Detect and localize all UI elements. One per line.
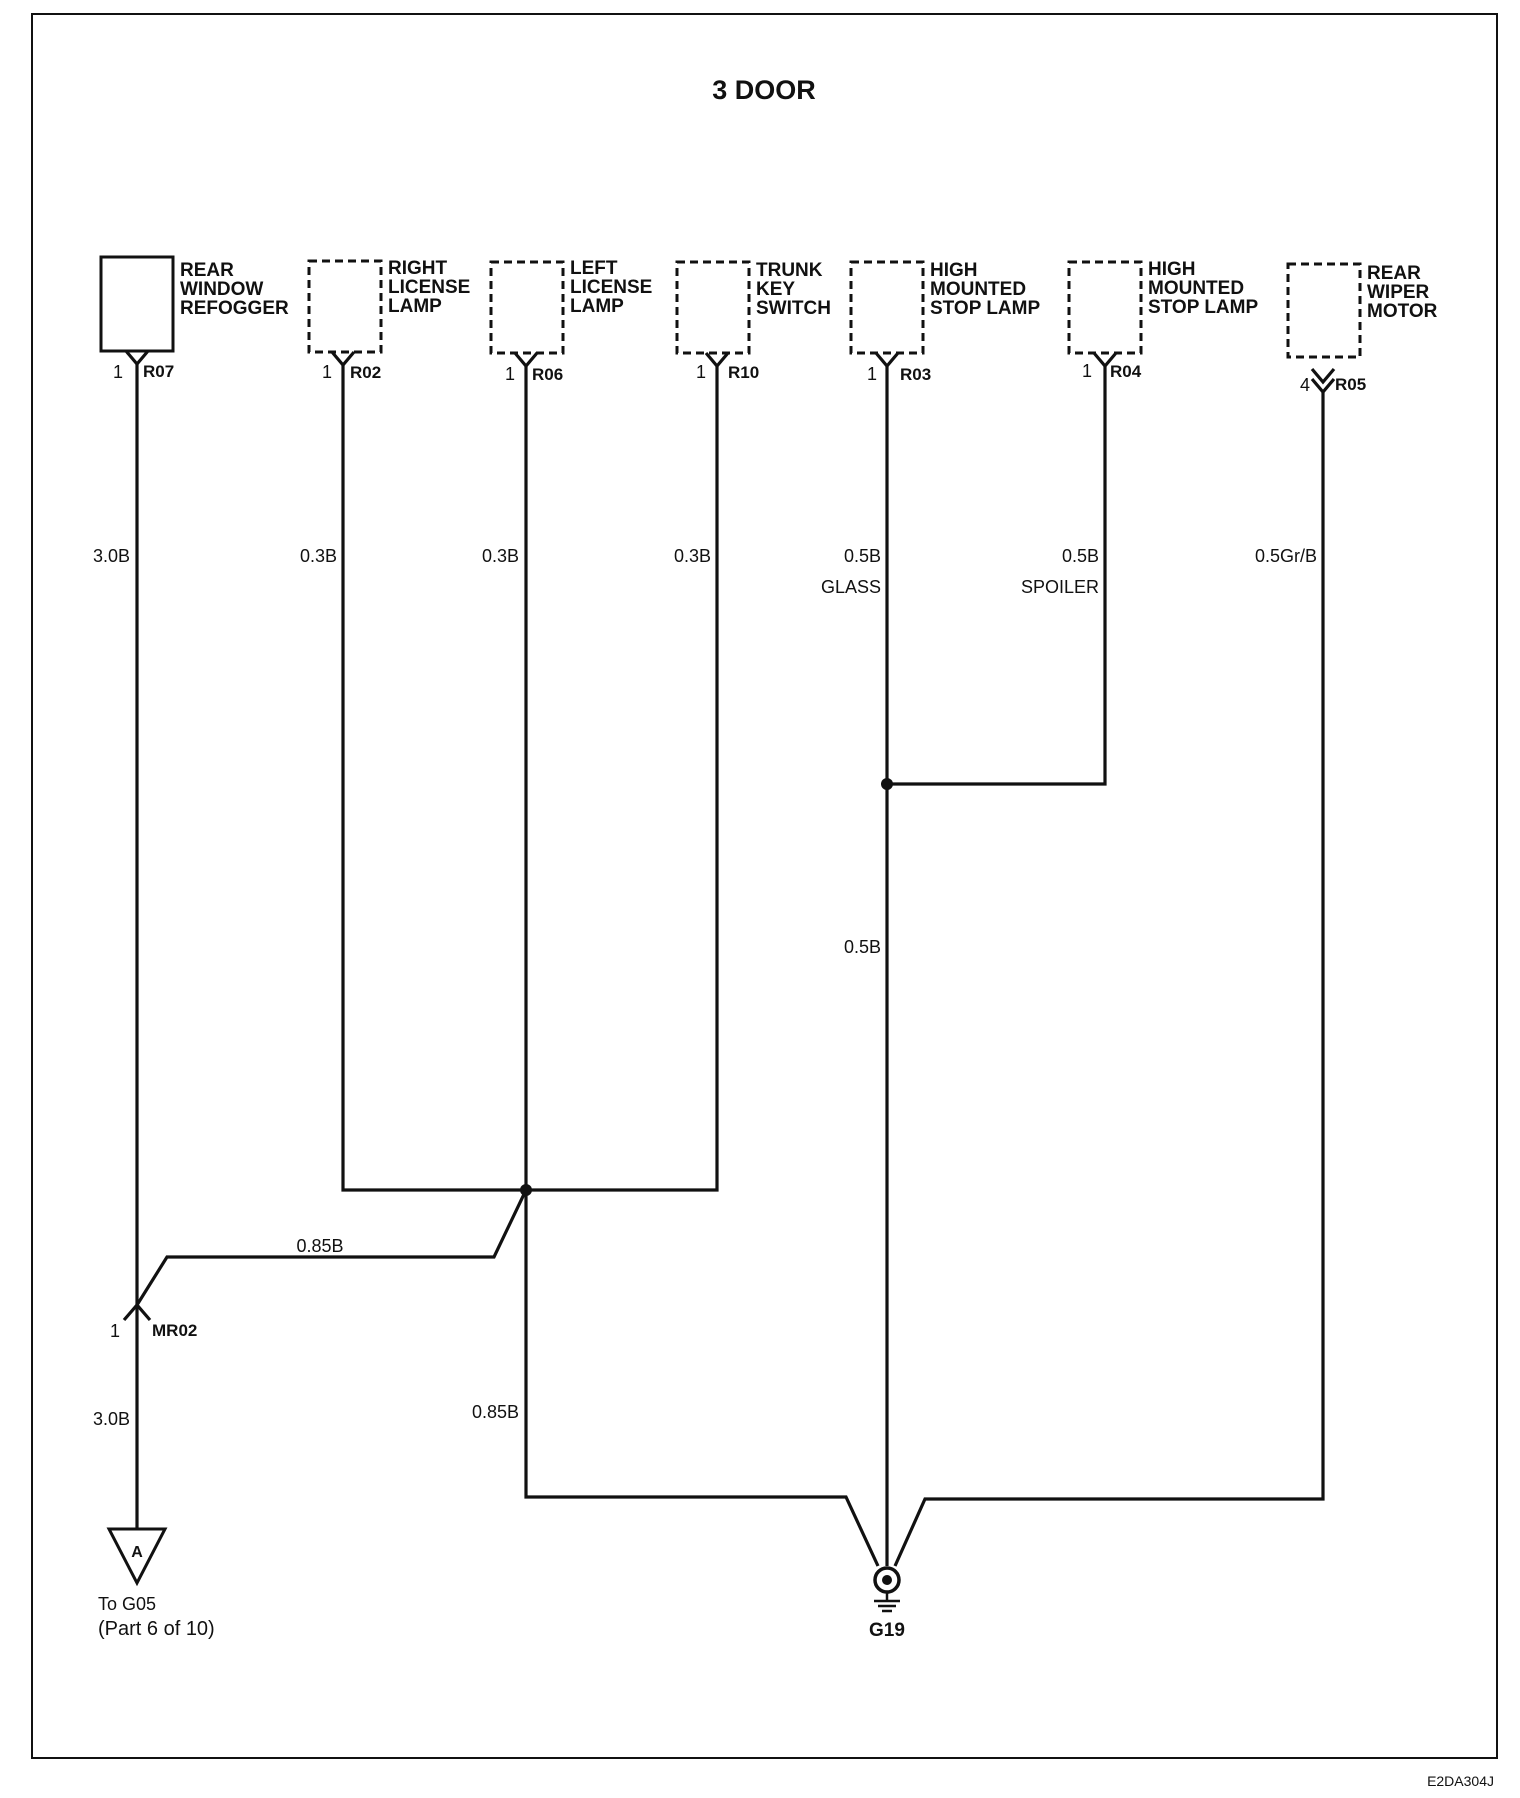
svg-text:MOUNTED: MOUNTED: [930, 279, 1026, 300]
svg-text:4: 4: [1300, 375, 1310, 395]
component-trunk-key-switch: TRUNK KEY SWITCH: [675, 260, 831, 355]
wire-label-stop-lamp-ground: 0.5B: [844, 937, 881, 957]
wire-label-r06: 0.3B: [482, 546, 519, 566]
wire-r02: [341, 365, 526, 1192]
variant-label-spoiler: SPOILER: [1021, 577, 1099, 597]
svg-text:R06: R06: [532, 365, 563, 384]
terminal-r03: 1 R03: [867, 351, 931, 384]
svg-text:LICENSE: LICENSE: [388, 277, 470, 298]
svg-text:TRUNK: TRUNK: [756, 260, 823, 281]
svg-text:A: A: [131, 1544, 143, 1561]
svg-text:MOTOR: MOTOR: [1367, 301, 1438, 322]
wire-label-r02: 0.3B: [300, 546, 337, 566]
wire-label-splice-mr02: 0.85B: [296, 1236, 343, 1256]
terminal-r07: 1 R07: [113, 349, 174, 382]
svg-text:WINDOW: WINDOW: [180, 279, 263, 300]
terminal-r06: 1 R06: [505, 351, 563, 384]
component-left-license-lamp: LEFT LICENSE LAMP: [489, 258, 652, 355]
svg-text:REAR: REAR: [1367, 263, 1421, 284]
svg-text:SWITCH: SWITCH: [756, 298, 831, 319]
diagram-title: 3 DOOR: [712, 75, 816, 105]
svg-text:LICENSE: LICENSE: [570, 277, 652, 298]
svg-text:R04: R04: [1110, 362, 1142, 381]
svg-text:1: 1: [322, 362, 332, 382]
diagram-code: E2DA304J: [1427, 1773, 1494, 1789]
terminal-r02: 1 R02: [322, 350, 381, 382]
svg-text:REAR: REAR: [180, 260, 234, 281]
svg-text:MOUNTED: MOUNTED: [1148, 278, 1244, 299]
ground-icon: [873, 1566, 901, 1613]
svg-text:1: 1: [505, 364, 515, 384]
wire-label-r03: 0.5B: [844, 546, 881, 566]
svg-text:R05: R05: [1335, 375, 1366, 394]
variant-label-glass: GLASS: [821, 577, 881, 597]
svg-text:WIPER: WIPER: [1367, 282, 1430, 303]
terminal-r10: 1 R10: [696, 351, 759, 382]
offpage-destination: To G05: [98, 1594, 156, 1614]
svg-text:1: 1: [1082, 361, 1092, 381]
wire-label-r07: 3.0B: [93, 546, 130, 566]
svg-text:1: 1: [867, 364, 877, 384]
splice-dot-stop-lamp: [881, 778, 893, 790]
terminal-r05: 4 R05: [1300, 367, 1366, 395]
svg-text:MR02: MR02: [152, 1321, 197, 1340]
svg-text:R03: R03: [900, 365, 931, 384]
wire-r04: [887, 366, 1107, 786]
wire-label-r04: 0.5B: [1062, 546, 1099, 566]
wire-r06: [524, 366, 880, 1567]
svg-text:REFOGGER: REFOGGER: [180, 298, 289, 319]
offpage-part: (Part 6 of 10): [98, 1618, 215, 1640]
diagram-frame: [31, 13, 1498, 1759]
svg-text:R07: R07: [143, 362, 174, 381]
svg-text:KEY: KEY: [756, 279, 795, 300]
ground-label: G19: [869, 1620, 905, 1641]
wire-r10: [526, 366, 719, 1192]
svg-text:1: 1: [113, 362, 123, 382]
svg-text:HIGH: HIGH: [930, 260, 978, 281]
component-right-license-lamp: RIGHT LICENSE LAMP: [307, 258, 470, 354]
svg-text:HIGH: HIGH: [1148, 259, 1196, 280]
wire-splice-to-mr02: [135, 1189, 528, 1306]
inline-connector-mr02: 1 MR02: [110, 1302, 197, 1341]
svg-text:1: 1: [696, 362, 706, 382]
svg-text:LAMP: LAMP: [388, 296, 442, 317]
component-rear-wiper-motor: REAR WIPER MOTOR: [1286, 262, 1438, 359]
terminal-r04: 1 R04: [1082, 351, 1142, 381]
svg-text:RIGHT: RIGHT: [388, 258, 448, 279]
component-rear-window-refogger: REAR WINDOW REFOGGER: [99, 255, 289, 353]
component-high-mounted-stop-lamp-spoiler: HIGH MOUNTED STOP LAMP: [1067, 259, 1258, 355]
svg-text:LAMP: LAMP: [570, 296, 624, 317]
svg-text:R02: R02: [350, 363, 381, 382]
svg-text:STOP LAMP: STOP LAMP: [930, 298, 1040, 319]
offpage-connector-a: A: [106, 1527, 168, 1587]
wire-label-mr02-ground: 3.0B: [93, 1409, 130, 1429]
component-high-mounted-stop-lamp-glass: HIGH MOUNTED STOP LAMP: [849, 260, 1040, 355]
wire-label-splice-ground: 0.85B: [472, 1402, 519, 1422]
wire-r05: [893, 392, 1325, 1567]
svg-text:1: 1: [110, 1321, 120, 1341]
svg-text:STOP LAMP: STOP LAMP: [1148, 297, 1258, 318]
wire-label-r05: 0.5Gr/B: [1255, 546, 1317, 566]
svg-text:R10: R10: [728, 363, 759, 382]
svg-text:LEFT: LEFT: [570, 258, 618, 279]
splice-dot-license: [520, 1184, 532, 1196]
wire-label-r10: 0.3B: [674, 546, 711, 566]
